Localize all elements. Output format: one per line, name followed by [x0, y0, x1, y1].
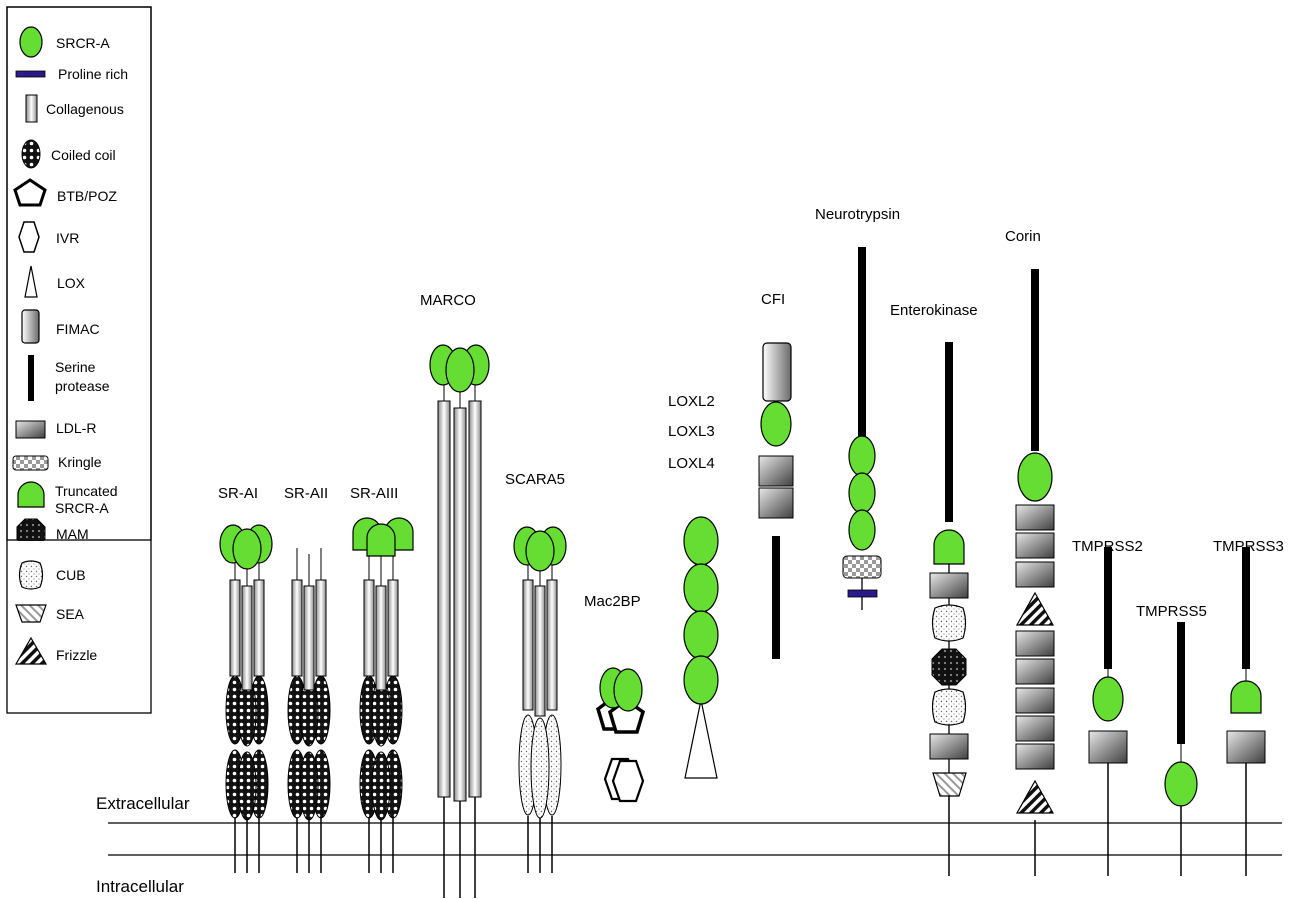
legend-serine: Serine	[55, 359, 96, 375]
legend-protease: protease	[55, 378, 110, 394]
ivr-icon	[18, 221, 40, 253]
legend-srcr-a: SRCR-A	[56, 35, 110, 51]
serine-protease-icon	[28, 355, 34, 401]
protein-label-tmprss3: TMPRSS3	[1213, 538, 1284, 555]
legend-fimac: FIMAC	[56, 321, 100, 337]
protein-tmprss3: TMPRSS3	[1213, 538, 1284, 876]
kringle-icon	[12, 455, 49, 471]
legend-ivr: IVR	[56, 230, 79, 246]
protein-tmprss2: TMPRSS2	[1072, 538, 1143, 876]
protein-sr-aiii: SR-AIII	[350, 485, 414, 873]
lox-icon	[24, 265, 38, 298]
protein-scara5: SCARA5	[505, 471, 567, 873]
proline-rich-icon	[15, 70, 46, 78]
legend-cub: CUB	[56, 567, 86, 583]
protein-label-neurotrypsin: Neurotrypsin	[815, 206, 900, 223]
protein-label-marco: MARCO	[420, 292, 476, 309]
srcr-a-icon	[19, 26, 43, 58]
coiled-coil-icon	[21, 139, 41, 169]
cub-icon	[18, 560, 44, 590]
protein-label-tmprss2: TMPRSS2	[1072, 538, 1143, 555]
intracellular-label: Intracellular	[96, 877, 184, 896]
truncated-srcr-a-icon	[17, 481, 45, 508]
legend-btb-poz: BTB/POZ	[57, 188, 117, 204]
protein-label-scara5: SCARA5	[505, 471, 565, 488]
protein-label-corin: Corin	[1005, 228, 1041, 245]
protein-label-tmprss5: TMPRSS5	[1136, 603, 1207, 620]
legend-box-extension	[6, 6, 152, 714]
protein-corin: Corin	[1005, 228, 1055, 876]
legend-lox: LOX	[57, 275, 86, 291]
legend-truncated: Truncated	[55, 483, 118, 499]
protein-loxl: LOXL2 LOXL3 LOXL4	[668, 393, 719, 779]
protein-mac2bp: Mac2BP	[584, 593, 646, 803]
protein-enterokinase: Enterokinase	[890, 302, 978, 876]
legend-sea: SEA	[56, 606, 85, 622]
protein-neurotrypsin: Neurotrypsin	[815, 206, 900, 610]
protein-sr-aii: SR-AII	[284, 485, 331, 873]
legend-kringle: Kringle	[58, 454, 102, 470]
legend-proline-rich: Proline rich	[58, 66, 128, 82]
protein-sr-ai: SR-AI	[218, 485, 273, 873]
protein-label-loxl2: LOXL2	[668, 393, 715, 410]
protein-label-sr-ai: SR-AI	[218, 485, 258, 502]
protein-label-mac2bp: Mac2BP	[584, 593, 641, 610]
btb-poz-icon	[13, 178, 47, 207]
ldl-r-icon	[15, 420, 46, 439]
legend-coiled-coil: Coiled coil	[51, 147, 116, 163]
protein-label-sr-aii: SR-AII	[284, 485, 328, 502]
protein-marco: MARCO	[420, 292, 490, 898]
protein-cfi: CFI	[758, 291, 794, 659]
protein-label-loxl4: LOXL4	[668, 455, 715, 472]
legend-ldl-r: LDL-R	[56, 420, 96, 436]
protein-label-cfi: CFI	[761, 291, 785, 308]
protein-tmprss5: TMPRSS5	[1136, 603, 1207, 876]
frizzle-icon	[14, 636, 48, 665]
extracellular-label: Extracellular	[96, 794, 190, 813]
protein-label-enterokinase: Enterokinase	[890, 302, 978, 319]
legend-mam: MAM	[56, 526, 89, 542]
legend-collagenous: Collagenous	[46, 101, 124, 117]
legend: SRCR-A Proline rich Collagenous Coiled c…	[6, 6, 152, 548]
protein-label-sr-aiii: SR-AIII	[350, 485, 398, 502]
sea-icon	[15, 604, 47, 623]
collagenous-icon	[25, 94, 38, 123]
protein-label-loxl3: LOXL3	[668, 423, 715, 440]
legend-truncated-srcr-a: SRCR-A	[55, 500, 109, 516]
fimac-icon	[21, 309, 40, 344]
legend-frizzle: Frizzle	[56, 647, 97, 663]
legend-lower: CUB SEA Frizzle	[6, 6, 152, 714]
